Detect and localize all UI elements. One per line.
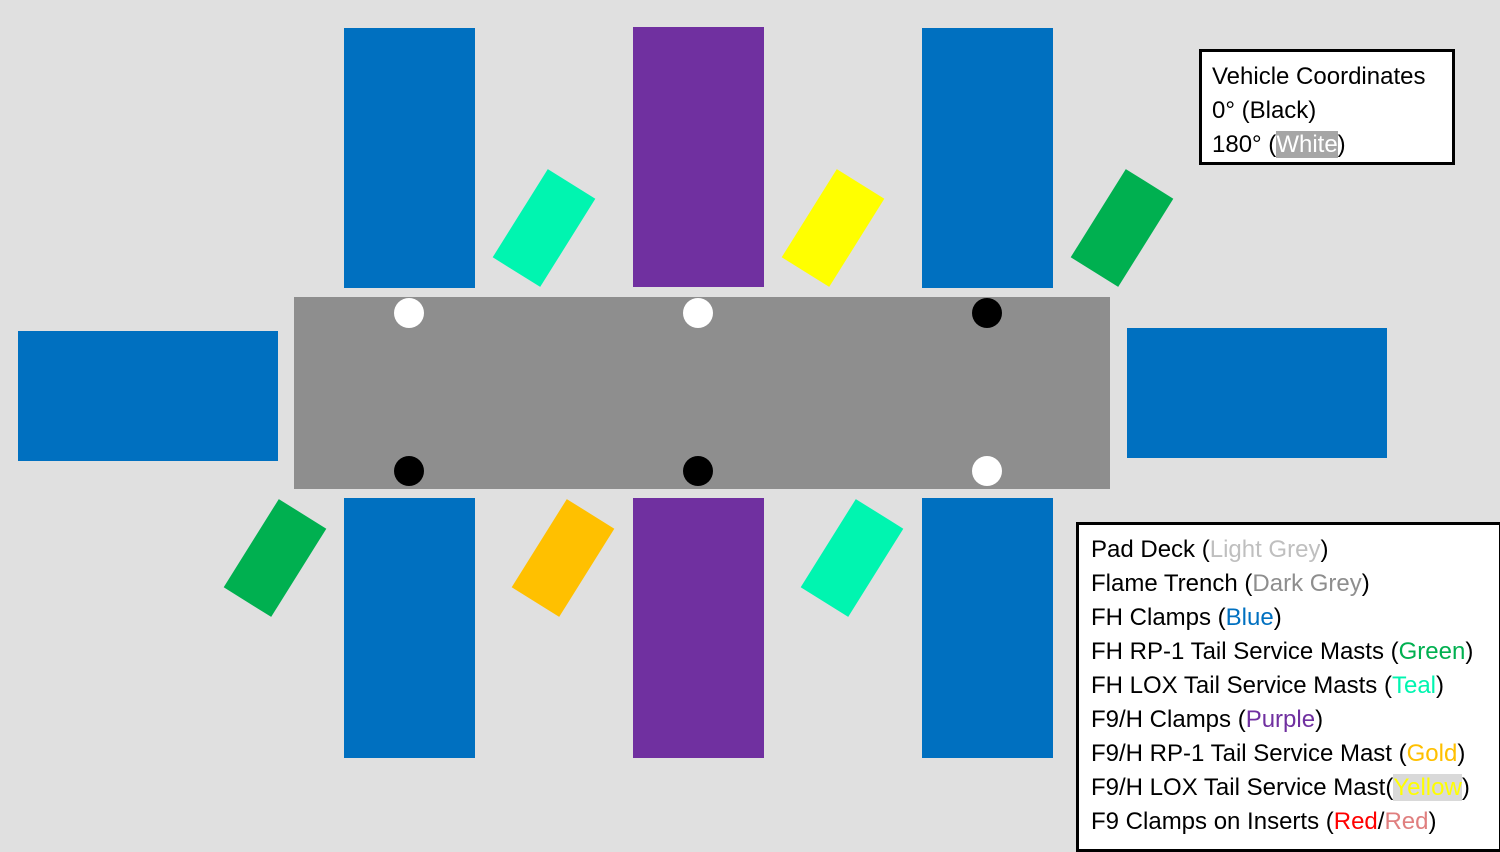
dot-white-top-center bbox=[683, 298, 713, 328]
legend-item-fh-rp1-masts: FH RP-1 Tail Service Masts (Green) bbox=[1091, 638, 1474, 665]
f9h-lox-mast-top bbox=[781, 169, 885, 287]
fh-rp1-mast-top-right bbox=[1070, 169, 1174, 287]
legend-item-f9h-rp1-mast: F9/H RP-1 Tail Service Mast (Gold) bbox=[1091, 740, 1466, 767]
fh-clamp-bottom-right bbox=[922, 498, 1053, 758]
coordinates-one-eighty: 180° (White) bbox=[1212, 131, 1346, 158]
legend-item-f9h-lox-mast: F9/H LOX Tail Service Mast(Yellow) bbox=[1091, 774, 1470, 801]
coordinates-one-eighty-label: White bbox=[1276, 131, 1338, 158]
legend-item-fh-clamps: FH Clamps (Blue) bbox=[1091, 604, 1282, 631]
legend-item-flame-trench: Flame Trench (Dark Grey) bbox=[1091, 570, 1370, 597]
f9h-clamp-bottom bbox=[633, 498, 764, 758]
coordinates-zero-label: Black bbox=[1249, 97, 1309, 124]
dot-black-bottom-center bbox=[683, 456, 713, 486]
fh-lox-mast-bottom-right bbox=[800, 499, 904, 617]
legend-box: Pad Deck (Light Grey) Flame Trench (Dark… bbox=[1076, 522, 1500, 852]
vehicle-coordinates-box: Vehicle Coordinates 0° (Black) 180° (Whi… bbox=[1199, 49, 1455, 165]
coordinates-title: Vehicle Coordinates bbox=[1212, 63, 1426, 90]
dot-black-bottom-left bbox=[394, 456, 424, 486]
fh-clamp-top-left bbox=[344, 28, 475, 288]
fh-clamp-left bbox=[18, 331, 278, 461]
dot-black-top-right bbox=[972, 298, 1002, 328]
dot-white-bottom-right bbox=[972, 456, 1002, 486]
dot-white-top-left bbox=[394, 298, 424, 328]
coordinates-zero: 0° (Black) bbox=[1212, 97, 1317, 124]
legend-item-pad-deck: Pad Deck (Light Grey) bbox=[1091, 536, 1329, 563]
legend-item-fh-lox-masts: FH LOX Tail Service Masts (Teal) bbox=[1091, 672, 1444, 699]
fh-lox-mast-top-left bbox=[492, 169, 596, 287]
f9h-rp1-mast-bottom bbox=[511, 499, 615, 617]
legend-item-f9-clamps-inserts: F9 Clamps on Inserts (Red/Red) bbox=[1091, 808, 1437, 835]
fh-clamp-right bbox=[1127, 328, 1387, 458]
fh-clamp-top-right bbox=[922, 28, 1053, 288]
f9h-clamp-top bbox=[633, 27, 764, 287]
fh-clamp-bottom-left bbox=[344, 498, 475, 758]
fh-rp1-mast-bottom-left bbox=[223, 499, 327, 617]
legend-item-f9h-clamps: F9/H Clamps (Purple) bbox=[1091, 706, 1324, 733]
